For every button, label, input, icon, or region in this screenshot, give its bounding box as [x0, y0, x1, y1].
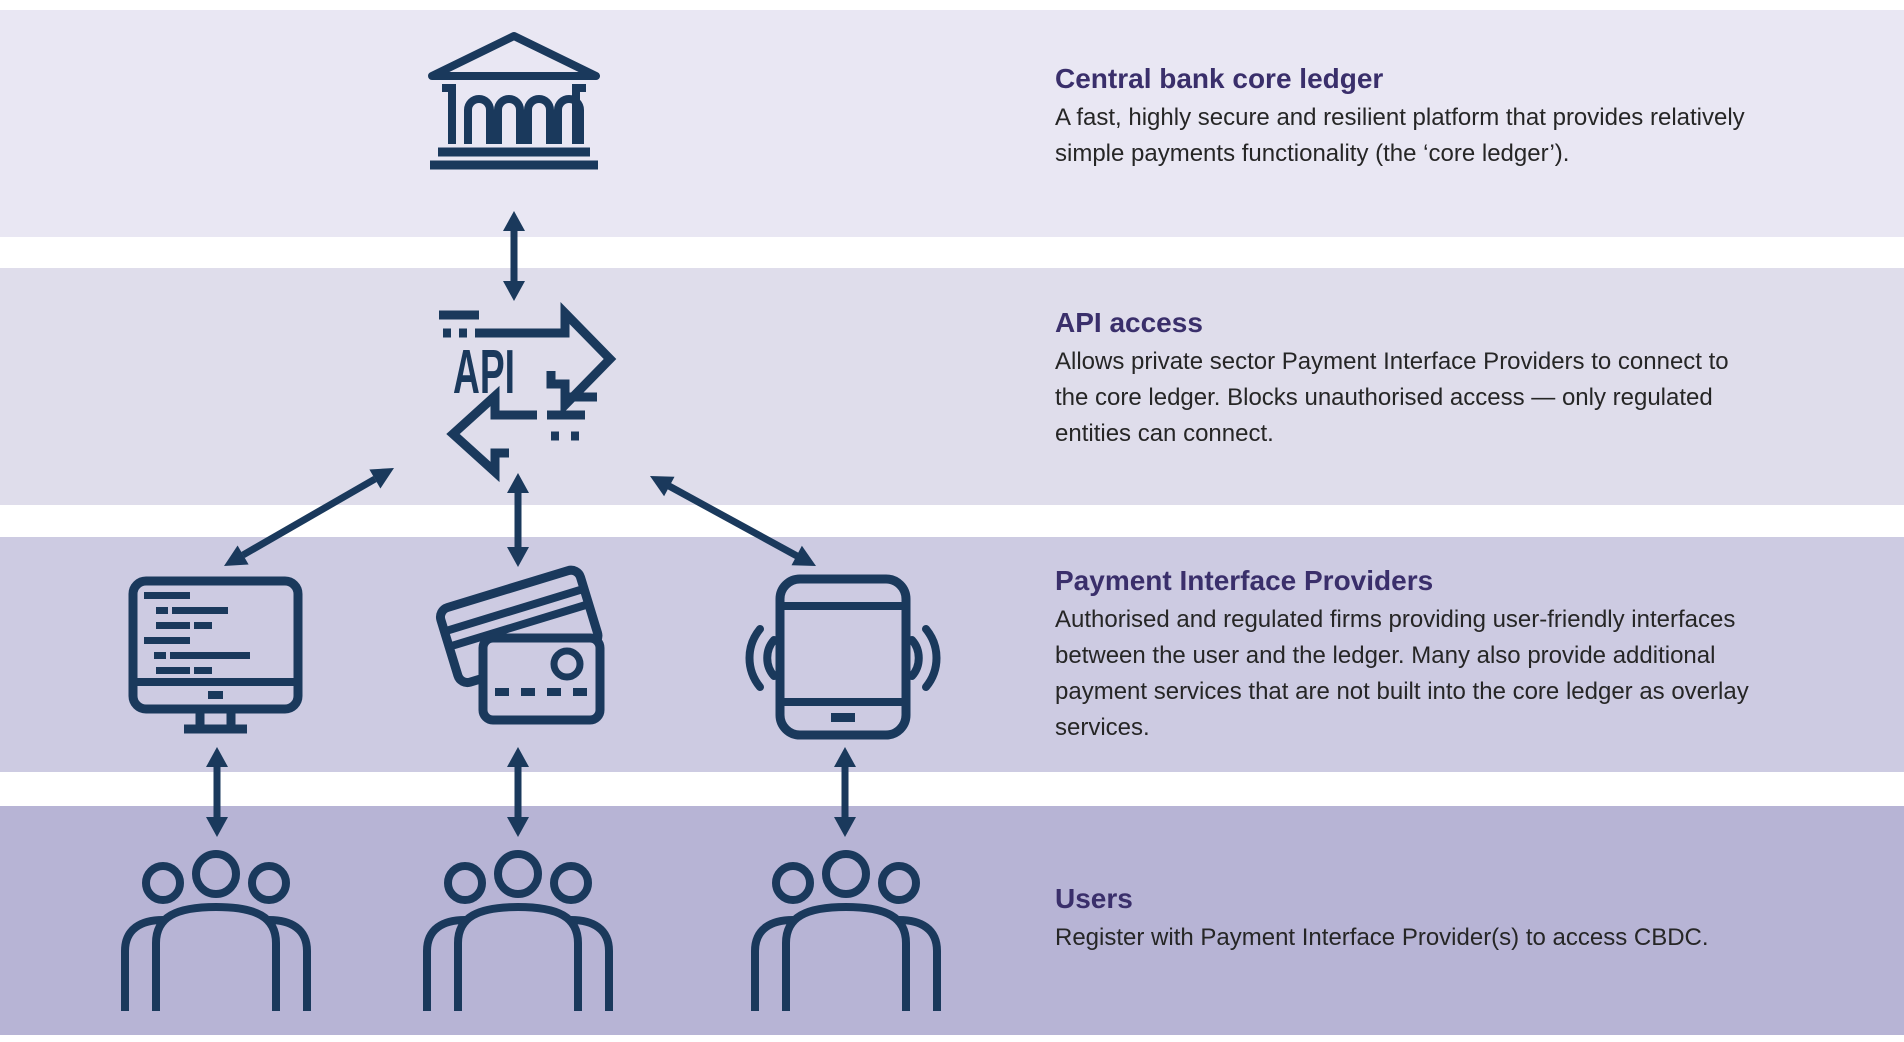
band-central-bank-core-ledger [0, 10, 1904, 237]
smartphone-icon [738, 574, 948, 740]
api-access-description: Allows private sector Payment Interface … [1055, 348, 1729, 447]
bank-cards-icon [432, 564, 607, 725]
api-access-text-block: API access Allows private sector Payment… [1055, 306, 1904, 452]
arrow-computer-to-users [201, 746, 233, 838]
api-icon: API [433, 301, 618, 483]
api-access-title: API access [1055, 307, 1203, 338]
band-api-access [0, 268, 1904, 505]
bank-icon [424, 26, 604, 170]
core-ledger-title: Central bank core ledger [1055, 63, 1384, 94]
users-description: Register with Payment Interface Provider… [1055, 924, 1709, 951]
pip-description: Authorised and regulated firms providing… [1055, 606, 1749, 741]
arrow-cards-to-users [502, 746, 534, 838]
desktop-computer-icon [128, 576, 303, 734]
user-group-icon-1 [118, 845, 314, 1011]
core-ledger-text-block: Central bank core ledger A fast, highly … [1055, 62, 1904, 172]
users-title: Users [1055, 883, 1133, 914]
arrow-api-to-computer [214, 458, 404, 576]
arrow-bank-to-api [498, 210, 530, 302]
arrow-phone-to-users [829, 746, 861, 838]
band-users [0, 806, 1904, 1035]
core-ledger-description: A fast, highly secure and resilient plat… [1055, 104, 1745, 167]
band-payment-interface-providers [0, 537, 1904, 772]
arrow-api-to-cards [502, 472, 534, 568]
pip-text-block: Payment Interface Providers Authorised a… [1055, 564, 1904, 746]
users-text-block: Users Register with Payment Interface Pr… [1055, 882, 1904, 956]
arrow-api-to-phone [640, 466, 826, 576]
api-icon-label: API [453, 338, 515, 407]
pip-title: Payment Interface Providers [1055, 565, 1434, 596]
user-group-icon-3 [748, 845, 944, 1011]
user-group-icon-2 [420, 845, 616, 1011]
